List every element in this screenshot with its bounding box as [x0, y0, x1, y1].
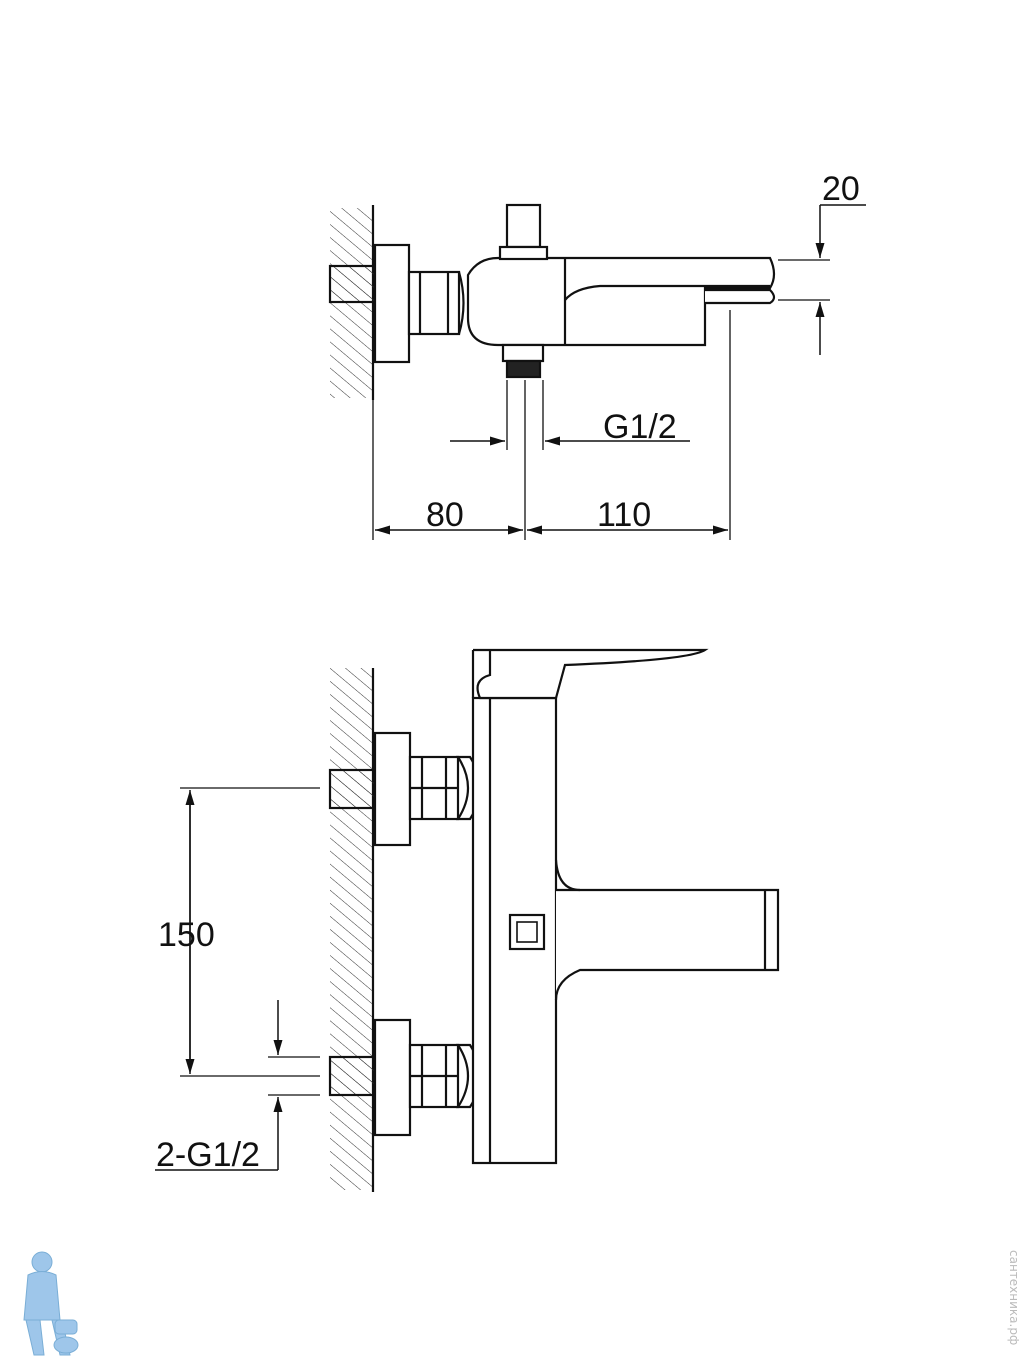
upper-escutcheon — [373, 731, 412, 847]
escutcheon — [373, 243, 411, 364]
connector — [407, 270, 461, 336]
top-view — [328, 203, 866, 540]
lever-handle — [473, 648, 709, 700]
dim-thread-label: G1/2 — [603, 408, 677, 446]
dim-height-label: 20 — [822, 170, 860, 208]
watermark-text: сантехника.рф — [1007, 1250, 1021, 1345]
lower-escutcheon — [373, 1018, 412, 1137]
wall-hatch — [330, 668, 373, 1190]
spout — [705, 288, 776, 305]
mixer-body — [466, 256, 776, 347]
dim-inlet-thread-label: 2-G1/2 — [156, 1136, 260, 1174]
lower-thread-stub — [328, 1055, 377, 1097]
dim-center-to-spout-label: 110 — [597, 496, 651, 534]
front-view — [155, 648, 780, 1192]
outlet-thread — [505, 359, 542, 379]
upper-thread-stub — [328, 768, 377, 810]
shower-outlet — [501, 343, 545, 363]
dim-inlet-spacing-label: 150 — [158, 916, 215, 954]
thread-stub — [328, 264, 377, 304]
dim-wall-to-center-label: 80 — [426, 496, 464, 534]
diverter-knob — [505, 203, 542, 249]
spout-front — [554, 888, 780, 1001]
plumber-mascot-icon — [23, 1251, 79, 1356]
